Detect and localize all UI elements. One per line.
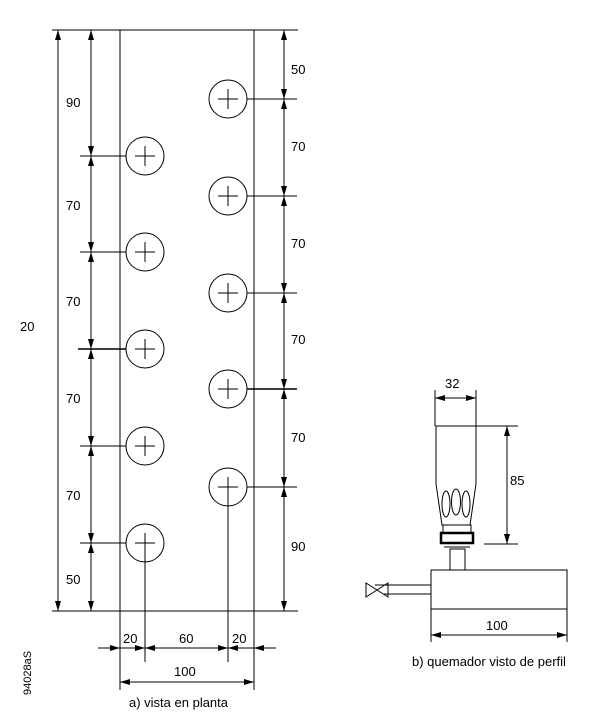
left-dim-5: 70 [66,488,80,503]
left-dim-6: 50 [66,572,80,587]
total-width-dimension [120,679,254,685]
manifold-width-dimension [430,609,568,642]
hole-right-2 [208,176,248,216]
burner-nozzle [435,425,477,571]
right-dim-1: 50 [291,62,305,77]
right-dim-5: 70 [291,430,305,445]
left-dim-1: 90 [66,95,80,110]
bottom-dimension-chain [98,645,276,651]
manifold-width-label: 100 [486,618,508,633]
right-dim-3: 70 [291,236,305,251]
bottom-dim-1: 20 [123,631,137,646]
plate-extension-lines [52,29,298,690]
hole-right-3 [208,273,248,313]
nozzle-width-label: 32 [445,376,459,391]
gas-valve-icon [365,582,389,598]
burner-plate [119,29,255,612]
nozzle-height-label: 85 [510,473,524,488]
total-height-label: 20 [20,319,34,334]
right-dim-6: 90 [291,539,305,554]
right-dimension-chain [281,30,287,611]
profile-view-caption: b) quemador visto de perfil [412,654,566,669]
right-dim-2: 70 [291,139,305,154]
plan-view-caption: a) vista en planta [129,695,229,710]
left-dim-4: 70 [66,391,80,406]
bottom-dim-2: 60 [179,631,193,646]
left-dim-2: 70 [66,198,80,213]
hole-extension-lines [78,98,297,662]
hole-right-4 [208,369,248,409]
drawing-code: 94028aS [22,651,34,695]
hole-right-1 [208,79,248,119]
hole-left-2 [125,232,165,272]
hole-left-1 [125,136,165,176]
left-dim-3: 70 [66,294,80,309]
right-dim-4: 70 [291,332,305,347]
bottom-dim-3: 20 [232,631,246,646]
hole-left-4 [125,426,165,466]
left-dimension-chain [88,30,94,611]
hole-left-3 [125,329,165,369]
nozzle-width-dimension [434,390,477,426]
total-height-dimension [55,30,61,611]
nozzle-height-dimension [476,425,518,545]
burner-manifold [375,569,568,610]
total-width-label: 100 [174,664,196,679]
